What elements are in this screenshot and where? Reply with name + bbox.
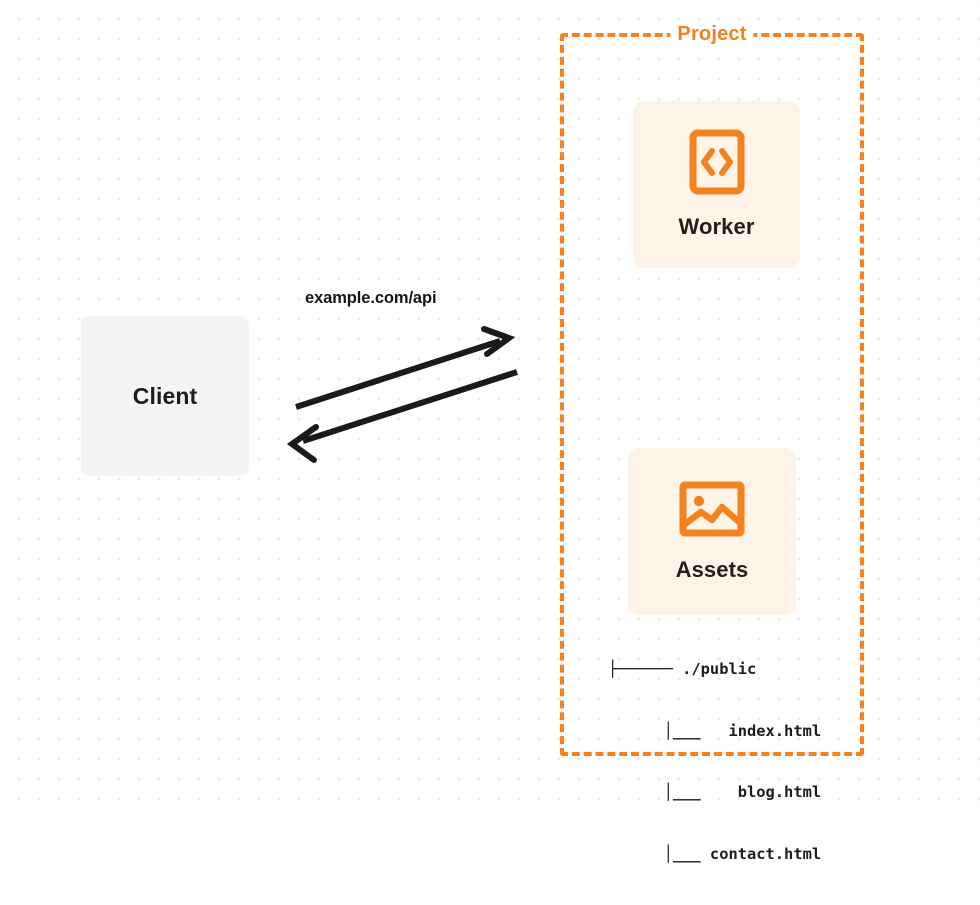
client-node[interactable]: Client — [81, 316, 249, 476]
diagram-canvas: Client example.com/api Project Worker — [0, 0, 980, 863]
assets-file-tree: ├────── ./public │___ index.html │___ bl… — [608, 618, 821, 905]
assets-card[interactable]: Assets — [628, 448, 796, 615]
project-boundary: Project — [560, 23, 864, 756]
tree-row: │___ blog.html — [608, 783, 822, 801]
request-arrow — [295, 326, 516, 410]
project-title: Project — [670, 23, 754, 46]
response-arrow — [286, 369, 518, 463]
connection-label: example.com/api — [305, 289, 437, 307]
code-brackets-icon — [689, 129, 745, 200]
tree-row: │___ index.html — [608, 721, 822, 740]
image-icon — [679, 480, 745, 543]
worker-card[interactable]: Worker — [633, 101, 800, 268]
tree-row: ├────── ./public — [608, 660, 757, 678]
tree-row: │___ contact.html — [608, 844, 822, 863]
assets-card-label: Assets — [675, 557, 749, 582]
worker-card-label: Worker — [678, 214, 755, 239]
client-node-label: Client — [132, 382, 198, 409]
